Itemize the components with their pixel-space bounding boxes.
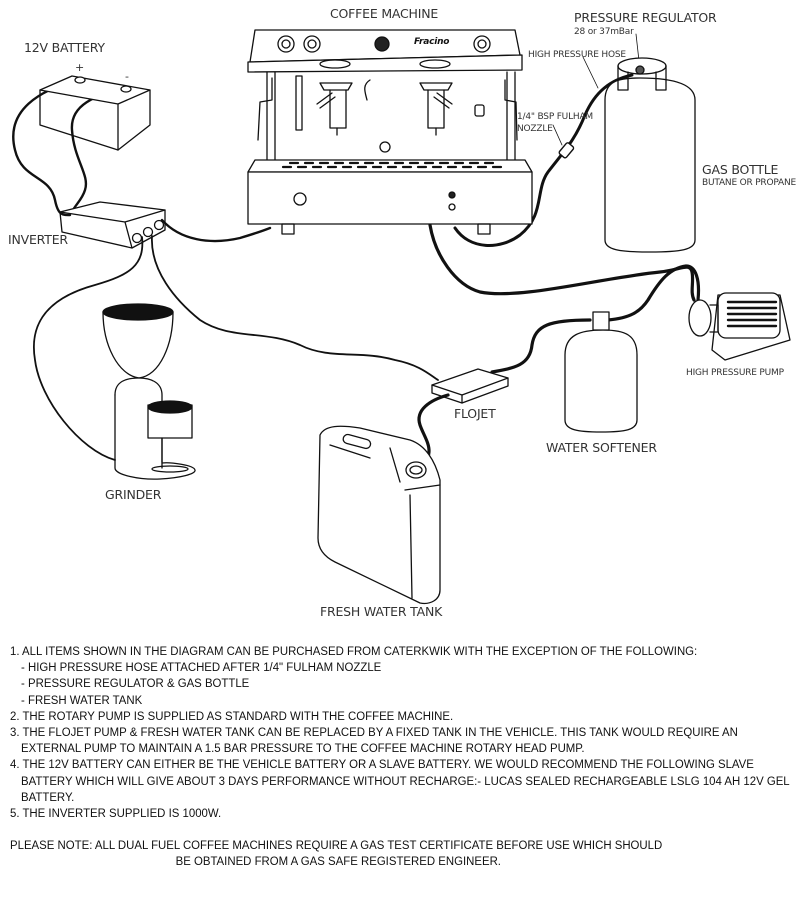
label-water-softener: WATER SOFTENER <box>546 440 657 455</box>
label-gas-type: BUTANE OR PROPANE <box>702 178 796 188</box>
flojet-drawing <box>431 368 509 404</box>
installation-notes: 1. ALL ITEMS SHOWN IN THE DIAGRAM CAN BE… <box>10 643 792 870</box>
gas-safety-warning-line2: BE OBTAINED FROM A GAS SAFE REGISTERED E… <box>175 854 501 869</box>
inverter-drawing <box>59 201 166 249</box>
battery-plus-terminal: + <box>75 61 85 74</box>
label-battery: 12V BATTERY <box>24 40 105 55</box>
installation-diagram <box>12 29 791 605</box>
label-pressure-regulator: PRESSURE REGULATOR <box>574 10 717 25</box>
brand-logo: Fracino <box>414 37 450 47</box>
high-pressure-pump-drawing <box>688 292 791 361</box>
gas-bottle-drawing <box>604 57 696 253</box>
label-nozzle-line1: 1/4" BSP FULHAM <box>517 112 593 122</box>
battery-drawing <box>39 75 151 151</box>
grinder-cable <box>33 235 439 461</box>
water-hoses <box>413 223 701 472</box>
note-1: 1. ALL ITEMS SHOWN IN THE DIAGRAM CAN BE… <box>10 644 698 658</box>
label-coffee-machine: COFFEE MACHINE <box>330 6 439 21</box>
water-softener-drawing <box>564 311 638 433</box>
gas-safety-warning-line1: PLEASE NOTE: ALL DUAL FUEL COFFEE MACHIN… <box>10 838 663 853</box>
label-inverter: INVERTER <box>8 232 68 247</box>
label-gas-bottle: GAS BOTTLE <box>702 162 779 177</box>
fresh-water-tank-drawing <box>317 425 441 605</box>
note-2: 2. THE ROTARY PUMP IS SUPPLIED AS STANDA… <box>10 708 454 723</box>
note-5: 5. THE INVERTER SUPPLIED IS 1000W. <box>10 806 222 821</box>
battery-minus-terminal: - <box>125 70 129 83</box>
note-4: 4. THE 12V BATTERY CAN EITHER BE THE VEH… <box>10 757 790 804</box>
note-1-exception-tank: - FRESH WATER TANK <box>21 692 143 707</box>
label-regulator-spec: 28 or 37mBar <box>574 27 634 37</box>
note-1-exception-regulator: - PRESSURE REGULATOR & GAS BOTTLE <box>21 676 250 691</box>
gas-hose <box>453 73 634 247</box>
coffee-machine-drawing <box>247 29 533 235</box>
note-1-exception-hose: - HIGH PRESSURE HOSE ATTACHED AFTER 1/4"… <box>21 660 382 675</box>
label-nozzle-line2: NOZZLE <box>517 124 553 134</box>
label-grinder: GRINDER <box>105 487 162 502</box>
grinder-drawing <box>102 303 196 480</box>
label-high-pressure-pump: HIGH PRESSURE PUMP <box>686 368 784 378</box>
label-fresh-water-tank: FRESH WATER TANK <box>320 604 443 619</box>
power-cables <box>12 78 272 243</box>
label-high-pressure-hose: HIGH PRESSURE HOSE <box>528 50 626 60</box>
note-3: 3. THE FLOJET PUMP & FRESH WATER TANK CA… <box>10 725 738 756</box>
fulham-nozzle <box>558 142 575 159</box>
label-flojet: FLOJET <box>454 406 496 421</box>
